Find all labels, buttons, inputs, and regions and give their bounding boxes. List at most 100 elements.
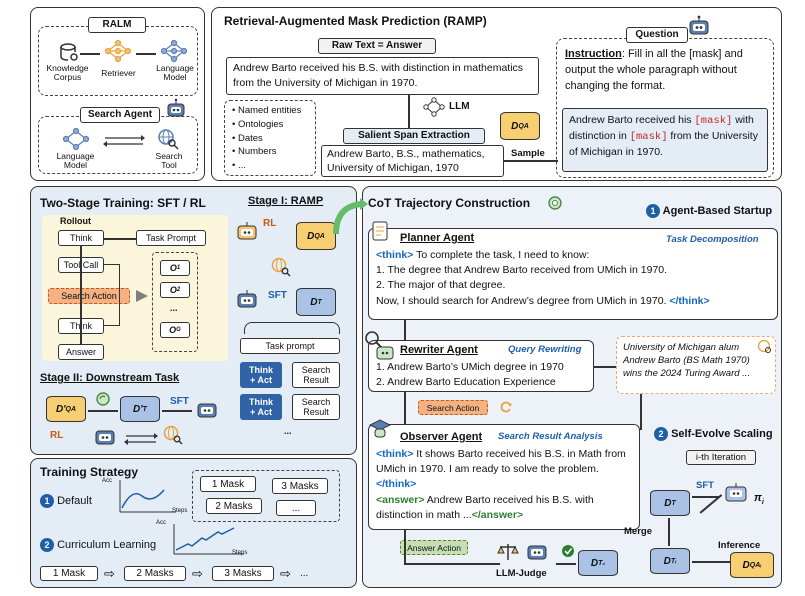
masked-text-box: Andrew Barto received his [mask] with di… [562,108,768,172]
rl-robot-icon [234,218,260,244]
llm-network-icon [422,96,446,118]
rollout-arrow-right [136,290,148,302]
sample-label: Sample [511,148,545,159]
stage2-arrow-1 [88,410,118,412]
stage2-globe-icon [162,424,184,446]
llm-label: LLM [449,101,470,112]
entity-item: • Named entities [232,105,302,116]
answer-box: Answer [58,344,104,360]
mask-2-box: 2 Masks [206,498,262,514]
stage2-arrow-2 [162,410,192,412]
robot-icon [164,97,188,121]
rl2-label: RL [50,430,64,441]
search-result-globe-icon [756,338,774,356]
planner-down-arrow [404,320,406,340]
dt-prime-database: D'T [120,396,160,422]
rollout-loop [104,264,120,326]
inference-label: Inference [718,540,761,551]
mask-3-box: 3 Masks [272,478,328,494]
default-mini-chart [112,478,178,518]
sample-arrow [504,160,558,162]
search-result-analysis-label: Search Result Analysis [498,431,603,442]
default-acc-label: Acc [102,478,113,484]
curriculum-row: 2 Curriculum Learning [40,538,156,552]
search-action-box: Search Action [48,288,130,304]
default-row: 1 Default [40,494,92,508]
dqai-arrow [692,561,730,563]
dqa-prime-database: D'QA [46,396,86,422]
ramp-title: Retrieval-Augmented Mask Prediction (RAM… [224,14,487,28]
down-arrow-raw [408,95,410,129]
outputs-dashed-box [152,252,198,352]
sft-robot-icon [234,286,260,312]
llm-judge-label: LLM-Judge [496,568,547,579]
retriever-network-icon [104,38,132,64]
evolve-sft-arrow [692,496,720,498]
rewriter-agent-title: Rewriter Agent [400,344,478,356]
evolve-heading: 2 Self-Evolve Scaling [654,427,773,441]
database-gear-icon [58,42,80,64]
mask-1-box: 1 Mask [200,476,256,492]
instruction-text: Instruction: Fill in all the [mask] and … [565,48,743,92]
observer-agent-title: Observer Agent [400,431,483,443]
planner-agent-box [368,228,778,320]
salient-text-box: Andrew Barto, B.S., mathematics, Univers… [321,145,504,177]
mask-dots-box: ... [276,500,316,516]
rollout-label: Rollout [60,216,91,226]
think-act-button: Think + Act [240,362,282,388]
think-act-button-2: Think + Act [240,394,282,420]
stage1-title: Stage I: RAMP [248,195,324,207]
seq-dots: ... [300,568,309,579]
judge-scale-icon [496,540,520,564]
startup-heading: 1 Agent-Based Startup [646,204,772,218]
entity-item: • Numbers [232,146,277,158]
entity-item: • ... [232,160,246,172]
sft2-label: SFT [170,396,189,407]
mask-group-box [192,470,340,522]
cot-gear-icon [546,194,564,212]
curriculum-acc-label: Acc [156,520,167,526]
arrow-1 [80,53,100,55]
planner-agent-title: Planner Agent [400,232,475,244]
task-prompt-box-2: Task prompt [240,338,340,354]
rewriter-agent-box [368,340,594,392]
refresh-icon [94,390,112,408]
search-result-down-line [640,394,642,430]
answer-action-tag: Answer Action [400,540,468,555]
default-steps-label: Steps [172,508,188,514]
judge-arrow [556,563,576,565]
entity-item: • Ontologies [232,118,284,130]
search-tool-globe-icon [156,127,180,151]
planner-document-icon [370,219,392,243]
evolve-sft-label: SFT [696,480,714,491]
stage2-arrows [124,432,158,445]
rewriter-text: 1. Andrew Barto’s UMich degree in 1970 2… [376,361,564,389]
search-result-box: Search Result [292,362,340,388]
seq-arrow-3: ⇨ [280,566,291,581]
language-model-network-icon [160,38,188,64]
evolve-robot-icon [722,478,750,506]
language-model-label-2: Language Model [56,151,95,171]
question-robot-icon [686,13,712,39]
search-action-tag: Search Action [418,400,488,415]
question-label: Question [626,27,688,43]
observer-text: <think> It shows Barto received his B.S.… [376,448,626,521]
globe-search-icon [270,256,292,278]
judge-robot-icon [524,538,550,564]
seq-mask-3: 3 Masks [212,566,274,581]
task-prompt-box: Task Prompt [136,230,206,246]
entity-item: • Dates [232,132,263,144]
seq-mask-2: 2 Masks [124,566,186,581]
ith-iteration-label: i-th Iteration [686,450,756,465]
retry-icon [498,399,514,415]
ralm-title: RALM [88,17,146,33]
retriever-label: Retriever [101,68,136,78]
pi-label: πi [754,492,764,507]
stage2-robot-rl-icon [92,424,118,448]
more-dots: ... [284,426,292,436]
o-dots: ... [170,303,178,313]
